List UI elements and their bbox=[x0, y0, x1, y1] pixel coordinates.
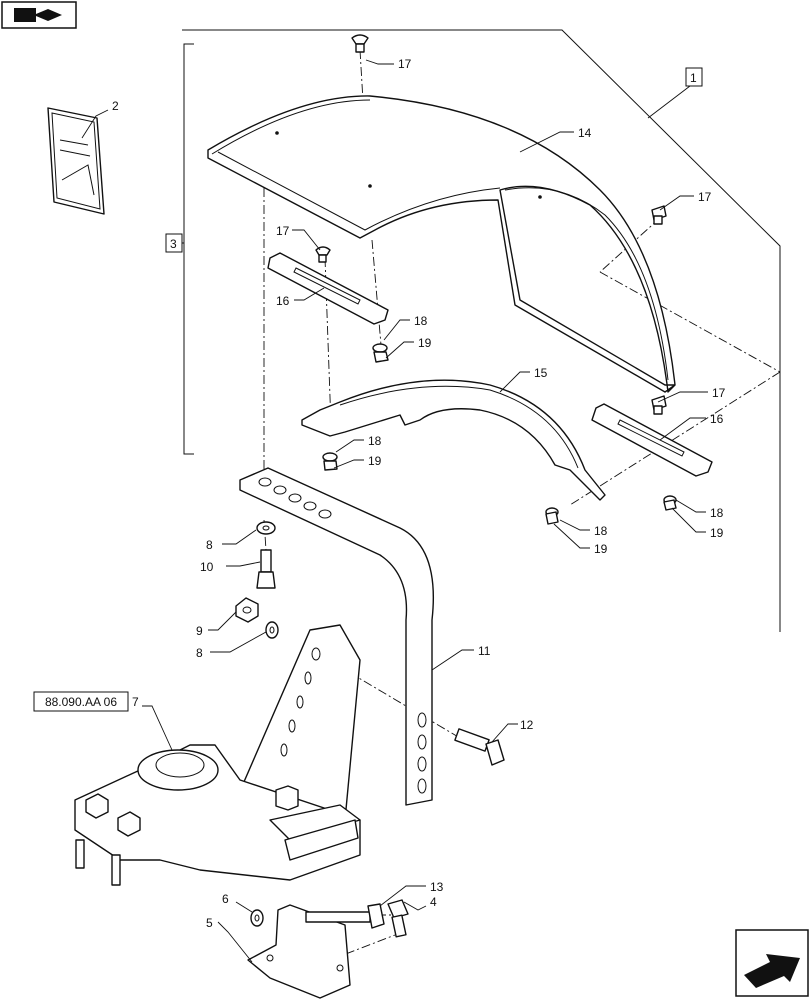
nut-washer bbox=[545, 507, 559, 525]
washer-8 bbox=[256, 521, 276, 535]
fender-bracket-right bbox=[591, 403, 713, 477]
callout-19: 19 bbox=[594, 542, 608, 556]
group-label-1 bbox=[685, 67, 703, 87]
washer-6 bbox=[250, 909, 264, 927]
callout-12: 12 bbox=[520, 718, 534, 732]
bolt-17 bbox=[351, 34, 369, 53]
callout-17: 17 bbox=[698, 190, 712, 204]
fender-part bbox=[207, 95, 676, 393]
callout-10: 10 bbox=[200, 560, 214, 574]
group-outline bbox=[182, 29, 781, 632]
callout-2: 2 bbox=[112, 99, 119, 113]
callout-19: 19 bbox=[418, 336, 432, 350]
assembly-lines bbox=[263, 49, 781, 961]
callout-6: 6 bbox=[222, 892, 229, 906]
nut-washer bbox=[372, 343, 389, 363]
book-arrow-icon[interactable] bbox=[1, 1, 77, 29]
bolt-10 bbox=[256, 549, 276, 589]
callout-18: 18 bbox=[414, 314, 428, 328]
callout-18: 18 bbox=[594, 524, 608, 538]
callout-17: 17 bbox=[276, 224, 290, 238]
callout-1: 1 bbox=[690, 71, 697, 85]
next-page-arrow-icon[interactable] bbox=[735, 929, 809, 997]
callout-13: 13 bbox=[430, 880, 444, 894]
bolt-13 bbox=[305, 903, 385, 929]
callout-14: 14 bbox=[578, 126, 592, 140]
bolt-17 bbox=[651, 395, 667, 415]
callout-4: 4 bbox=[430, 895, 437, 909]
manual-booklet bbox=[47, 107, 105, 215]
support-arm bbox=[239, 467, 435, 806]
callout-19: 19 bbox=[710, 526, 724, 540]
callout-16: 16 bbox=[710, 412, 724, 426]
nut-washer bbox=[322, 452, 338, 471]
reference-label-box[interactable]: 88.090.AA 06 bbox=[33, 691, 129, 712]
bolt-12 bbox=[454, 728, 505, 766]
bolt-17 bbox=[315, 246, 331, 263]
callout-17: 17 bbox=[712, 386, 726, 400]
reference-label[interactable]: 88.090.AA 06 bbox=[45, 695, 117, 709]
stud-bolts bbox=[75, 785, 299, 886]
callout-16: 16 bbox=[276, 294, 290, 308]
callout-8: 8 bbox=[206, 538, 213, 552]
axle-housing bbox=[74, 744, 361, 881]
fender-support bbox=[301, 379, 606, 501]
callout-19: 19 bbox=[368, 454, 382, 468]
nut-9 bbox=[235, 597, 259, 623]
lower-bracket bbox=[247, 904, 351, 999]
fender-bracket-upper bbox=[267, 252, 389, 325]
bolt-4 bbox=[387, 899, 409, 938]
callout-8: 8 bbox=[196, 646, 203, 660]
callout-17: 17 bbox=[398, 57, 412, 71]
callout-7: 7 bbox=[132, 695, 139, 709]
callout-3: 3 bbox=[170, 237, 177, 251]
callout-11: 11 bbox=[478, 644, 491, 658]
callout-9: 9 bbox=[196, 624, 203, 638]
group-label-3 bbox=[165, 233, 183, 253]
callout-labels: 17 2 14 1 17 3 17 16 18 19 15 17 16 18 1… bbox=[112, 57, 726, 930]
nut-washer bbox=[663, 495, 677, 511]
callout-5: 5 bbox=[206, 916, 213, 930]
bolt-17 bbox=[651, 205, 667, 225]
callout-15: 15 bbox=[534, 366, 548, 380]
callout-18: 18 bbox=[368, 434, 382, 448]
callout-18: 18 bbox=[710, 506, 724, 520]
washer-8 bbox=[265, 621, 279, 639]
